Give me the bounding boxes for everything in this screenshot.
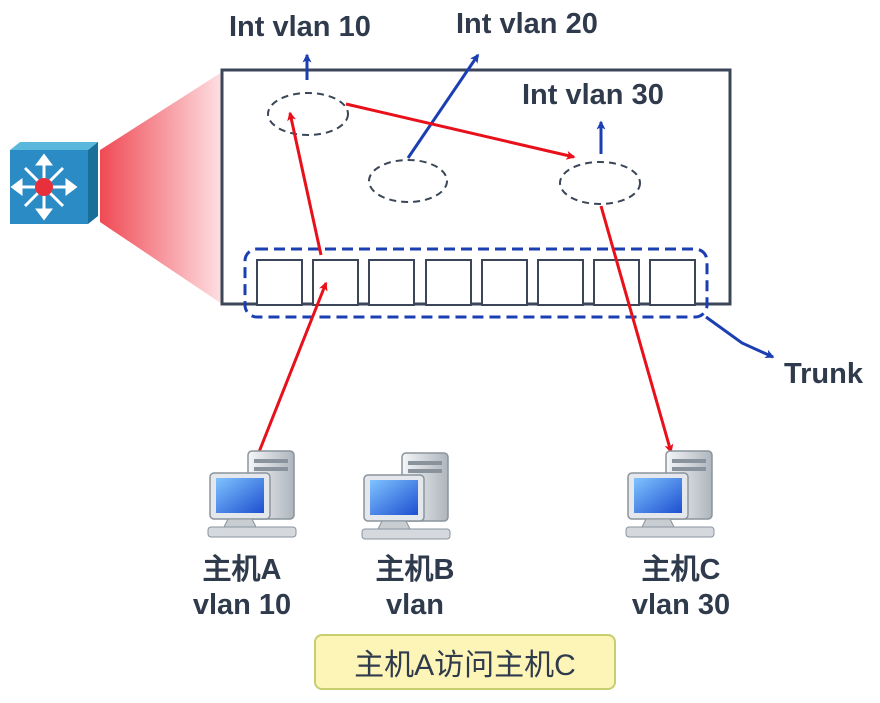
switch-port	[368, 259, 415, 306]
svi30-to-hostC-arrow	[599, 205, 674, 454]
host-c-name: 主机C	[641, 554, 721, 586]
host-b-label: 主机B vlan	[345, 553, 485, 623]
zoom-beam	[100, 72, 222, 304]
host-b-name: 主机B	[375, 554, 455, 586]
int-vlan30-label: Int vlan 30	[522, 79, 664, 111]
switch-port	[481, 259, 528, 306]
host-c-vlan: vlan 30	[631, 589, 731, 621]
svi10-to-svi30-arrow	[345, 102, 576, 160]
port-to-svi10-arrow	[287, 111, 323, 256]
switch-port	[649, 259, 696, 306]
switch-port	[537, 259, 584, 306]
computer-icon	[207, 450, 297, 538]
svi-vlan30	[559, 161, 641, 205]
host-a-name: 主机A	[202, 554, 282, 586]
switch-port	[256, 259, 303, 306]
switch-port	[425, 259, 472, 306]
int-vlan20-label: Int vlan 20	[456, 8, 598, 40]
svi-vlan20	[368, 159, 448, 203]
trunk-group	[243, 247, 709, 319]
hostA-to-port-arrow	[257, 281, 328, 453]
int-vlan10-label: Int vlan 10	[229, 11, 371, 43]
host-c-label: 主机C vlan 30	[611, 553, 751, 623]
computer-icon	[625, 450, 715, 538]
switch-port	[593, 259, 640, 306]
layer3-switch-icon	[10, 142, 98, 224]
svi-vlan10	[267, 92, 349, 136]
vlan20-up-arrow	[406, 53, 480, 159]
trunk-label: Trunk	[784, 358, 863, 390]
caption-box: 主机A访问主机C	[314, 634, 616, 690]
computer-icon	[361, 452, 451, 540]
host-b-vlan: vlan	[385, 589, 445, 621]
host-a-label: 主机A vlan 10	[172, 553, 312, 623]
host-a-vlan: vlan 10	[192, 589, 292, 621]
trunk-arrow	[705, 315, 775, 359]
